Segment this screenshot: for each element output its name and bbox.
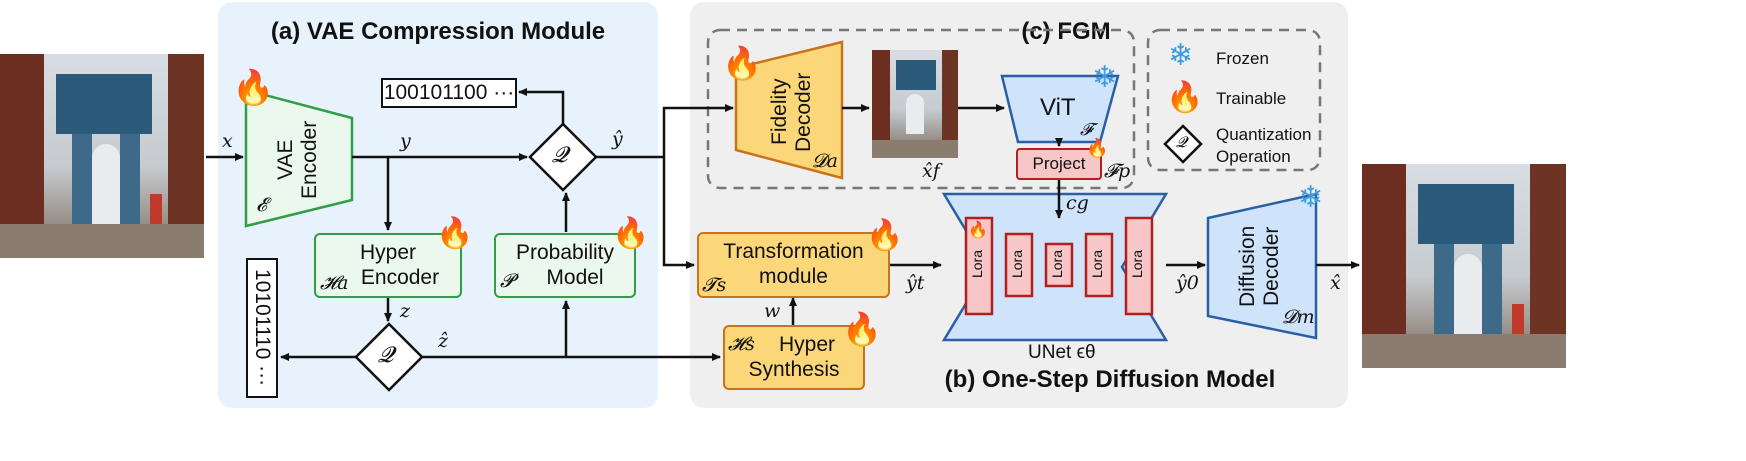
- hyper-encoder-line2: Encoder: [360, 265, 440, 289]
- fidelity-image: [872, 50, 958, 158]
- fire-icon: 🔥: [1166, 81, 1204, 114]
- lora-label-3: Lora: [1049, 250, 1065, 279]
- fire-icon: 🔥: [612, 217, 650, 250]
- var-y: y: [400, 130, 411, 152]
- hyper-synthesis-line1: Hyper: [778, 332, 836, 356]
- lora-block-2: [1004, 232, 1034, 298]
- var-z: z: [400, 300, 411, 322]
- fire-icon: 🔥: [968, 222, 988, 239]
- vae-encoder-line1: VAE: [274, 139, 297, 181]
- lora-label-4: Lora: [1089, 250, 1105, 279]
- lora-block-3: [1044, 242, 1074, 288]
- vit-symbol: 𝓕: [1080, 120, 1093, 140]
- fgm-title: (c) FGM: [1008, 18, 1124, 46]
- fidelity-decoder-shape: [734, 40, 844, 180]
- var-x-hat: x̂: [1330, 272, 1341, 294]
- diffusion-decoder-line1: Diffusion: [1236, 225, 1259, 307]
- diffusion-decoder-symbol: 𝓓m: [1282, 306, 1315, 328]
- legend-trainable-label: Trainable: [1216, 89, 1287, 108]
- vit-shape: [1000, 74, 1120, 144]
- bitstream-side: 10101110 ···: [246, 258, 278, 398]
- project-symbol: 𝓕p: [1104, 160, 1131, 182]
- diffusion-decoder-label: Diffusion Decoder: [1236, 216, 1284, 316]
- quant-top-shape: [528, 122, 598, 192]
- vae-encoder-shape: [244, 88, 354, 228]
- fire-icon: 🔥: [842, 311, 882, 347]
- probability-model-line2: Model: [546, 265, 604, 289]
- diffusion-decoder-shape: [1206, 192, 1318, 340]
- fidelity-decoder-symbol: 𝓓a: [812, 150, 838, 172]
- var-x-f: x̂f: [922, 160, 940, 182]
- vae-panel-title: (a) VAE Compression Module: [270, 18, 606, 45]
- snowflake-icon: ❄: [1092, 61, 1118, 94]
- input-image: [0, 54, 204, 258]
- lora-label-1: Lora: [969, 250, 985, 279]
- fidelity-decoder-label: Fidelity Decoder: [768, 62, 816, 162]
- quant-bottom-shape: [354, 322, 424, 392]
- lora-block-4: [1084, 232, 1114, 298]
- vae-encoder-label: VAE Encoder: [274, 110, 322, 210]
- var-x: x: [222, 130, 233, 152]
- osd-title: (b) One-Step Diffusion Model: [944, 366, 1276, 393]
- snowflake-icon: ❄: [1168, 39, 1194, 72]
- hyper-synthesis-block: Hyper Synthesis: [723, 325, 865, 390]
- var-z-hat: ẑ: [438, 330, 449, 352]
- var-y-0: ŷ0: [1176, 272, 1199, 294]
- vit-label: ViT: [1040, 94, 1076, 121]
- probability-model-block: Probability Model: [494, 233, 636, 298]
- hyper-synthesis-line2: Synthesis: [748, 357, 840, 381]
- var-y-t: ŷt: [906, 272, 925, 294]
- hyper-encoder-line1: Hyper: [359, 240, 417, 264]
- transformation-module-block: Transformation module: [697, 232, 890, 298]
- fire-icon: 🔥: [232, 69, 275, 107]
- legend-frozen-label: Frozen: [1216, 49, 1269, 68]
- lora-label-2: Lora: [1009, 250, 1025, 279]
- vae-encoder-line2: Encoder: [298, 120, 322, 200]
- lora-block-5: [1124, 216, 1154, 316]
- var-c-g: cg: [1066, 192, 1089, 214]
- legend-quant-line1: Quantization: [1216, 125, 1312, 144]
- output-image: [1362, 164, 1566, 368]
- snowflake-icon: ❄: [1298, 181, 1324, 214]
- transformation-symbol: 𝓣s: [702, 274, 727, 296]
- vae-encoder-symbol: 𝓔: [256, 194, 267, 216]
- lora-label-5: Lora: [1129, 250, 1145, 279]
- legend-quant-label: Quantization Operation: [1216, 124, 1311, 168]
- fidelity-decoder-line1: Fidelity: [768, 78, 791, 146]
- transformation-line2: module: [759, 265, 828, 288]
- unet-label: UNet ϵθ: [1028, 342, 1096, 363]
- hyper-synthesis-symbol: 𝓗s: [728, 333, 755, 355]
- var-w: w: [764, 300, 781, 322]
- probability-model-line1: Probability: [515, 240, 615, 264]
- fidelity-decoder-line2: Decoder: [792, 72, 816, 152]
- hyper-encoder-block: Hyper Encoder: [314, 233, 462, 298]
- probability-model-symbol: 𝓟: [500, 270, 514, 292]
- quant-bottom-label: 𝓠: [378, 343, 394, 368]
- lora-blocks: [964, 216, 1154, 316]
- fire-icon: 🔥: [436, 217, 474, 250]
- transformation-line1: Transformation: [723, 240, 864, 264]
- legend-quant-symbol: 𝓠: [1176, 133, 1187, 151]
- legend-dashed-box: [1146, 28, 1322, 172]
- legend-quant-line2: Operation: [1216, 147, 1291, 167]
- bitstream-top: 100101100 ···: [381, 78, 517, 108]
- diffusion-decoder-line2: Decoder: [1260, 226, 1284, 306]
- legend-quant-shape: [1163, 124, 1203, 164]
- hyper-encoder-symbol: 𝓗a: [320, 272, 349, 294]
- fire-icon: 🔥: [1086, 138, 1109, 158]
- project-block: Project: [1016, 148, 1102, 180]
- fire-icon: 🔥: [866, 219, 904, 252]
- quant-top-label: 𝓠: [552, 143, 568, 168]
- lora-block-1: [964, 216, 994, 316]
- fire-icon: 🔥: [722, 45, 762, 81]
- var-y-hat: ŷ: [612, 128, 623, 150]
